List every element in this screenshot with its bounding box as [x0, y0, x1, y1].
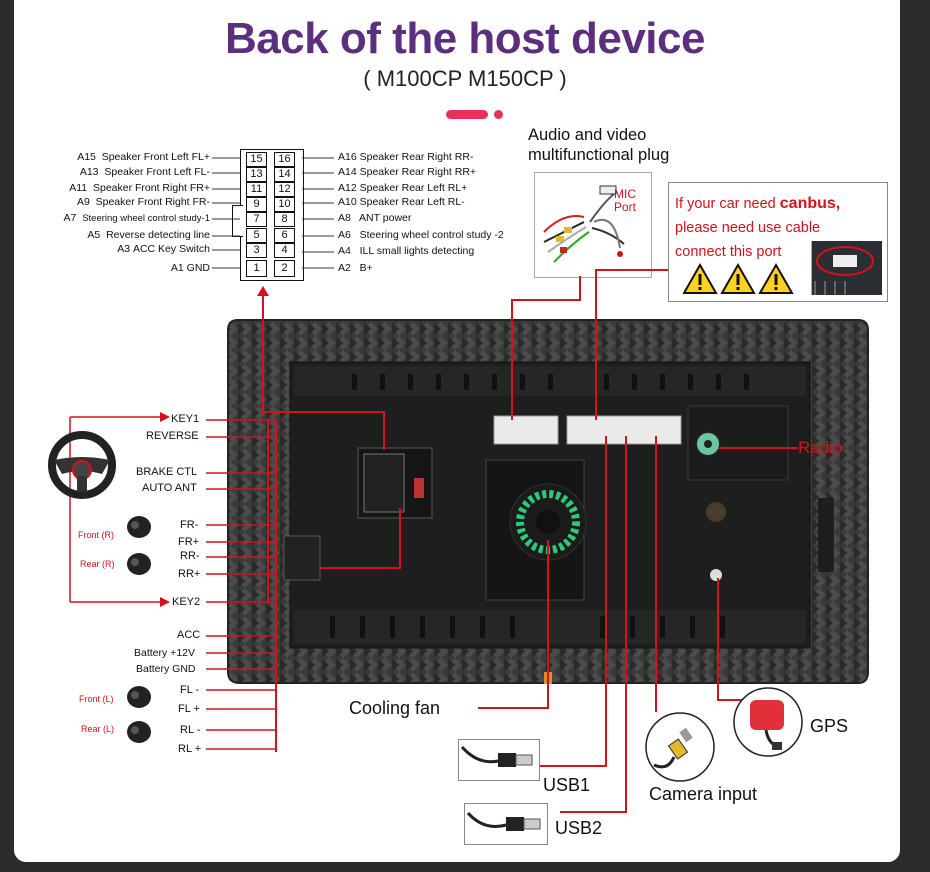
speaker-rear-r-label: Rear (R)	[80, 559, 115, 569]
av-plug-title: Audio and video multifunctional plug	[528, 126, 670, 164]
pin-leader-lines	[212, 157, 334, 269]
pin-box-15: 15	[246, 152, 267, 167]
radio-label: Radio	[798, 438, 843, 457]
page-title: Back of the host device	[225, 14, 705, 63]
wire-fr-minus: FR-	[180, 519, 199, 531]
wire-rr-minus: RR-	[180, 550, 200, 562]
pin-label-a10: A10 Speaker Rear Left RL-	[338, 196, 465, 208]
pin-label-a4: A4 ILL small lights detecting	[338, 245, 475, 257]
pin-box-3: 3	[246, 243, 267, 258]
cooling-fan-label: Cooling fan	[349, 698, 441, 718]
wire-rr-plus: RR+	[178, 568, 201, 580]
usb1-cable-icon	[460, 745, 533, 767]
wire-fl-minus: FL -	[180, 684, 200, 696]
canbus-line3: connect this port	[675, 244, 782, 260]
pin-label-a3: A3 ACC Key Switch	[117, 243, 210, 255]
wire-rl-plus: RL +	[178, 743, 202, 755]
wire-rl-minus: RL -	[180, 724, 201, 736]
canbus-port-highlight	[814, 246, 874, 295]
wire-acc: ACC	[177, 629, 201, 641]
pin-box-4: 4	[274, 243, 295, 258]
pin-label-a2: A2 B+	[338, 262, 373, 274]
wire-fl-plus: FL +	[178, 703, 200, 715]
pin-box-2: 2	[274, 260, 295, 277]
wire-brake: BRAKE CTL	[136, 466, 198, 478]
speaker-rear-l-label: Rear (L)	[81, 724, 115, 734]
pin-label-a12: A12 Speaker Rear Left RL+	[338, 182, 468, 194]
pin-label-a1: A1 GND	[170, 262, 210, 274]
usb2-label: USB2	[555, 818, 603, 838]
pin-box-16: 16	[274, 152, 295, 167]
pin-box-13: 13	[246, 167, 267, 182]
canbus-line1: If your car need canbus,	[675, 195, 841, 212]
usb2-cable-icon	[466, 811, 541, 831]
pin-label-a16: A16 Speaker Rear Right RR-	[338, 151, 474, 163]
pin-box-8: 8	[274, 212, 295, 227]
camera-input-icon	[645, 712, 715, 782]
speaker-icons	[127, 516, 151, 743]
pin-box-9: 9	[246, 197, 267, 212]
pin-label-a5: A5 Reverse detecting line	[87, 229, 210, 241]
pin-label-a11: A11 Speaker Front Right FR+	[69, 182, 210, 194]
usb1-label: USB1	[543, 775, 591, 795]
pin-box-12: 12	[274, 182, 295, 197]
wire-key2: KEY2	[172, 596, 201, 608]
pin-label-a8: A8 ANT power	[338, 212, 412, 224]
wire-key1: KEY1	[171, 413, 200, 425]
pin-label-a13: A13 Speaker Front Left FL-	[79, 166, 210, 178]
steering-wheel-icon	[48, 431, 116, 499]
canbus-note: If your car need canbus, please need use…	[668, 182, 888, 302]
pin-label-a7: A7 Steering wheel control study-1	[63, 212, 210, 224]
pin-box-14: 14	[274, 167, 295, 182]
speaker-front-l-label: Front (L)	[79, 694, 114, 704]
pin-box-11: 11	[246, 182, 267, 197]
canbus-line2: please need use cable	[675, 220, 821, 236]
title-pill-decoration	[446, 110, 488, 119]
pin-box-6: 6	[274, 228, 295, 243]
pin-label-a15: A15 Speaker Front Left FL+	[77, 151, 210, 163]
av-plug-cable-icon	[543, 185, 625, 263]
wire-auto-ant: AUTO ANT	[142, 482, 197, 494]
pin-box-10: 10	[274, 197, 295, 212]
wire-battery-gnd: Battery GND	[136, 663, 196, 675]
wire-fr-plus: FR+	[178, 536, 200, 548]
camera-input-label: Camera input	[649, 784, 758, 804]
gps-antenna-icon	[733, 687, 803, 757]
pin-box-1: 1	[246, 260, 267, 277]
gps-label: GPS	[810, 716, 849, 736]
pin-box-5: 5	[246, 228, 267, 243]
pin-label-a6: A6 Steering wheel control study -2	[338, 229, 504, 241]
pin-box-7: 7	[246, 212, 267, 227]
pin-label-a9: A9 Speaker Front Right FR-	[76, 196, 210, 208]
wire-reverse: REVERSE	[146, 430, 199, 442]
pin-label-a14: A14 Speaker Rear Right RR+	[338, 166, 477, 178]
title-dot-decoration	[494, 110, 503, 119]
page-subtitle: ( M100CP M150CP )	[363, 66, 567, 91]
speaker-front-r-label: Front (R)	[78, 530, 114, 540]
wire-battery: Battery +12V	[134, 647, 195, 659]
warning-icons	[683, 263, 794, 294]
